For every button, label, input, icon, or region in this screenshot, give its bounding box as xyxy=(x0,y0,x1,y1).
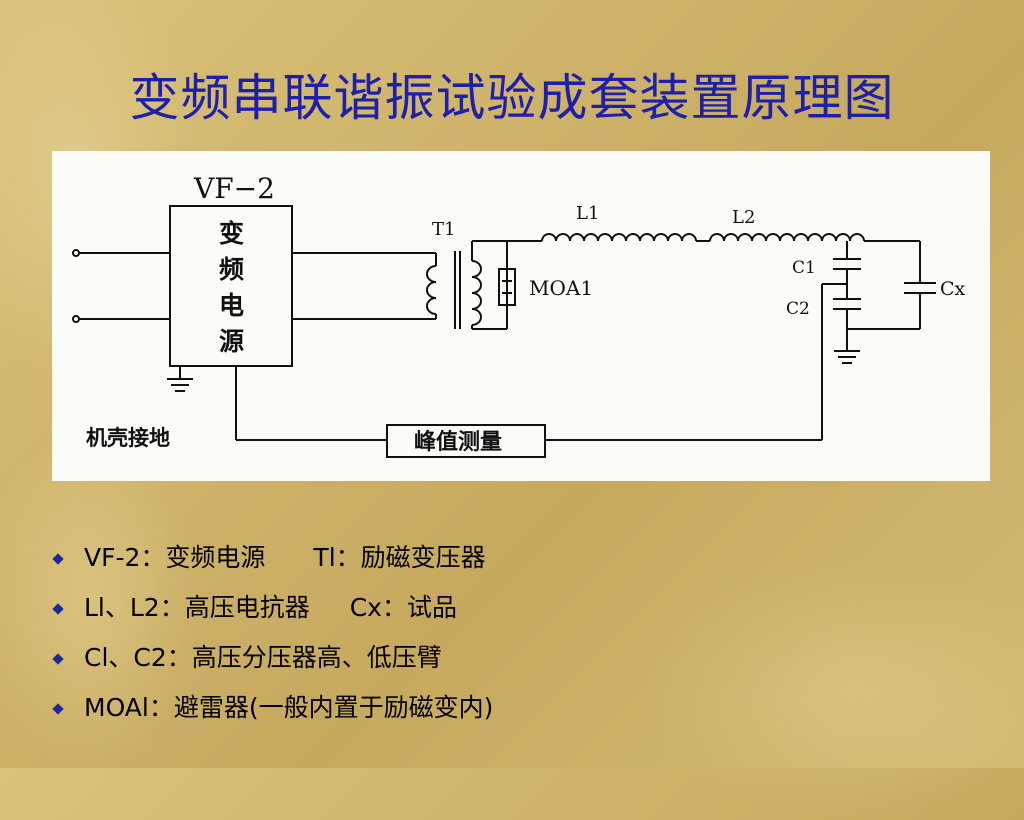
list-item: MOAl：避雷器(一般内置于励磁变内) xyxy=(48,690,988,740)
source-char-3: 电 xyxy=(219,291,244,320)
bullet-text: VF-2：变频电源 xyxy=(84,543,266,572)
c1-label: C1 xyxy=(792,258,816,278)
t1-label: T1 xyxy=(432,219,455,240)
moa-arrester-body xyxy=(498,268,516,306)
schematic-diagram: VF−2 变 频 电 源 机壳接地 T1 L1 L2 MOA1 C1 C2 Cx… xyxy=(52,151,990,481)
c2-label: C2 xyxy=(786,299,810,319)
reactor-l2-coil xyxy=(709,233,865,242)
ground-label: 机壳接地 xyxy=(86,426,170,450)
source-char-4: 源 xyxy=(219,327,244,356)
t1-primary-coil xyxy=(426,265,437,315)
diamond-bullet-icon xyxy=(52,603,64,615)
diamond-bullet-icon xyxy=(52,653,64,665)
diamond-bullet-icon xyxy=(52,553,64,565)
l2-label: L2 xyxy=(732,207,755,228)
source-char-1: 变 xyxy=(219,219,244,248)
input-terminal-2 xyxy=(72,315,80,323)
peak-measurement-label: 峰值测量 xyxy=(414,429,502,455)
vf-label: VF−2 xyxy=(193,172,275,205)
diamond-bullet-icon xyxy=(52,703,64,715)
bullet-text: MOAl：避雷器(一般内置于励磁变内) xyxy=(84,693,494,722)
reactor-l1-coil xyxy=(541,233,697,242)
schematic-svg: VF−2 变 频 电 源 机壳接地 T1 L1 L2 MOA1 C1 C2 Cx… xyxy=(72,172,966,458)
list-item: Ll、L2：高压电抗器 Cx：试品 xyxy=(48,590,988,640)
bullet-text: Tl：励磁变压器 xyxy=(313,543,486,572)
cx-label: Cx xyxy=(940,278,966,300)
bullet-text: Cl、C2：高压分压器高、低压臂 xyxy=(84,643,442,672)
bullet-text: Cx：试品 xyxy=(349,593,457,622)
list-item: VF-2：变频电源 Tl：励磁变压器 xyxy=(48,540,988,590)
moa-label: MOA1 xyxy=(529,276,593,300)
bullet-text: Ll、L2：高压电抗器 xyxy=(84,593,310,622)
t1-secondary-coil xyxy=(471,260,482,326)
variable-frequency-source-box xyxy=(169,205,293,367)
slide-title: 变频串联谐振试验成套装置原理图 xyxy=(129,69,895,127)
list-item: Cl、C2：高压分压器高、低压臂 xyxy=(48,640,988,690)
source-char-2: 频 xyxy=(219,255,244,284)
legend-bullet-list: VF-2：变频电源 Tl：励磁变压器 Ll、L2：高压电抗器 Cx：试品 Cl、C2… xyxy=(48,540,988,740)
l1-label: L1 xyxy=(576,203,599,224)
input-terminal-1 xyxy=(72,249,80,257)
